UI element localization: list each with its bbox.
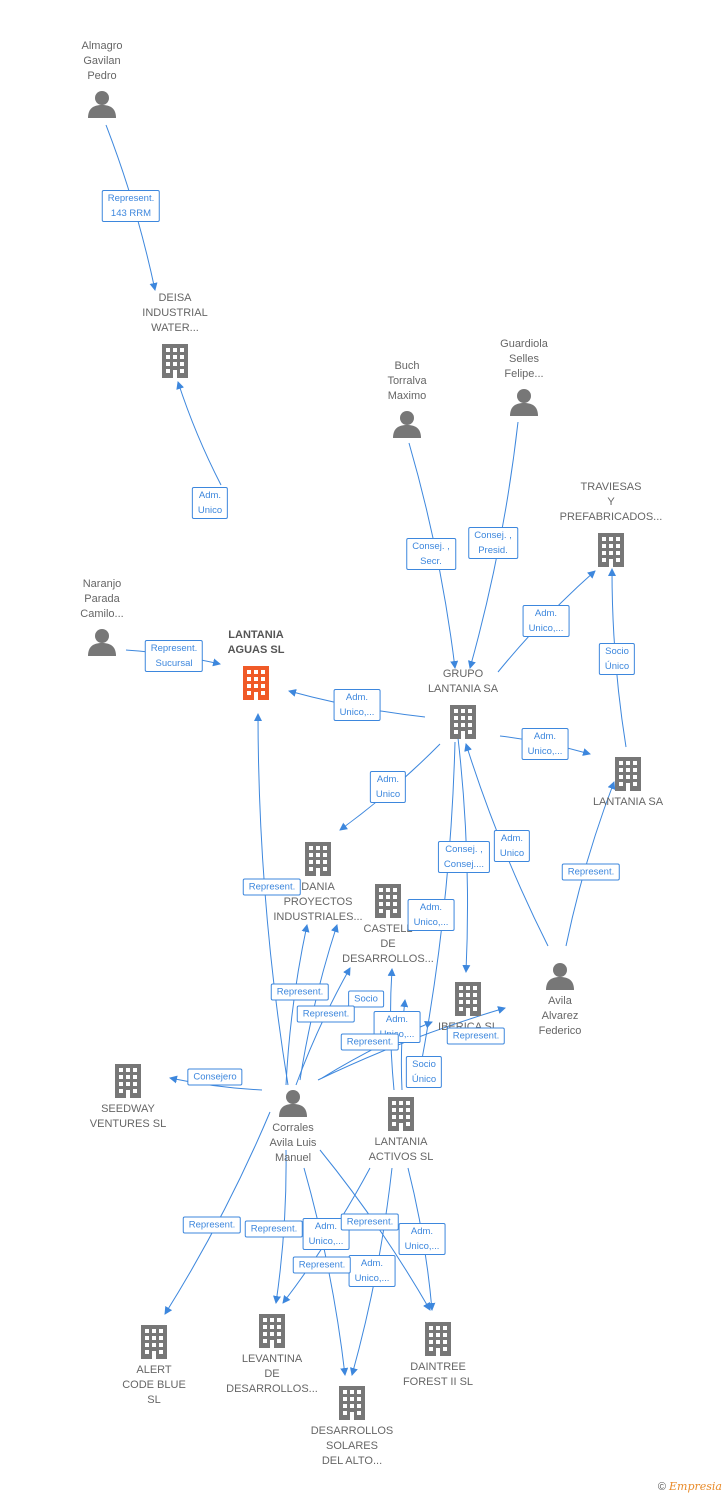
relation-label[interactable]: Socio [348, 990, 384, 1008]
footer-brand: © Empresia [658, 1480, 722, 1493]
relation-edge [254, 713, 289, 1086]
company-building-icon[interactable] [141, 1325, 167, 1359]
company-building-icon[interactable] [455, 982, 481, 1016]
relation-label[interactable]: Adm. Unico [369, 771, 407, 803]
person-icon[interactable] [88, 91, 116, 118]
relation-edge [285, 924, 310, 1086]
copyright-symbol: © [657, 1481, 666, 1493]
relation-edge [299, 924, 339, 1081]
relation-edge [400, 999, 409, 1091]
node-label-lantania-aguas[interactable]: LANTANIA AGUAS SL [227, 629, 285, 656]
relation-label[interactable]: Socio Único [405, 1056, 443, 1088]
relation-label[interactable]: Socio Único [598, 643, 636, 675]
company-building-icon[interactable] [598, 533, 624, 567]
relation-label[interactable]: Adm. Unico,... [521, 728, 569, 760]
relation-label[interactable]: Consej. , Consej.... [437, 841, 491, 873]
node-label-lantania-activos[interactable]: LANTANIA ACTIVOS SL [368, 1136, 434, 1163]
relation-label[interactable]: Consej. , Presid. [468, 527, 518, 559]
relation-label[interactable]: Represent. [182, 1216, 242, 1234]
node-label-traviesas[interactable]: TRAVIESAS Y PREFABRICADOS... [559, 481, 663, 523]
node-label-guardiola[interactable]: Guardiola Selles Felipe... [500, 338, 548, 380]
company-building-icon[interactable] [162, 344, 188, 378]
node-label-alert[interactable]: ALERT CODE BLUE SL [122, 1364, 186, 1406]
person-icon[interactable] [546, 963, 574, 990]
relation-label[interactable]: Adm. Unico,... [407, 899, 455, 931]
company-building-icon[interactable] [259, 1314, 285, 1348]
node-label-dania[interactable]: DANIA PROYECTOS INDUSTRIALES... [273, 881, 363, 923]
relation-label[interactable]: Represent. [242, 878, 302, 896]
relation-label[interactable]: Represent. [292, 1256, 352, 1274]
person-icon[interactable] [393, 411, 421, 438]
person-icon[interactable] [510, 389, 538, 416]
company-building-icon[interactable] [615, 757, 641, 791]
company-building-icon[interactable] [388, 1097, 414, 1131]
relation-label[interactable]: Adm. Unico,... [398, 1223, 446, 1255]
relation-label[interactable]: Adm. Unico,... [348, 1255, 396, 1287]
relation-edge [169, 1075, 263, 1091]
relation-label[interactable]: Represent. [270, 983, 330, 1001]
relation-edge [565, 781, 616, 947]
company-building-icon[interactable] [425, 1322, 451, 1356]
relation-label[interactable]: Adm. Unico,... [333, 689, 381, 721]
relation-label[interactable]: Represent. [244, 1220, 304, 1238]
relation-label[interactable]: Represent. [340, 1213, 400, 1231]
node-label-buch[interactable]: Buch Torralva Maximo [387, 360, 427, 402]
relation-label[interactable]: Represent. [561, 863, 621, 881]
person-icon[interactable] [88, 629, 116, 656]
company-building-icon[interactable] [305, 842, 331, 876]
node-label-avila[interactable]: Avila Alvarez Federico [538, 995, 582, 1037]
node-label-levantina[interactable]: LEVANTINA DE DESARROLLOS... [226, 1353, 318, 1395]
person-icon[interactable] [279, 1090, 307, 1117]
company-building-icon[interactable] [243, 666, 269, 700]
company-building-icon[interactable] [115, 1064, 141, 1098]
node-label-lantania-sa[interactable]: LANTANIA SA [592, 796, 664, 808]
relation-label[interactable]: Represent. [446, 1027, 506, 1045]
node-label-desarrollos[interactable]: DESARROLLOS SOLARES DEL ALTO... [310, 1425, 394, 1467]
relation-edge [164, 1111, 271, 1315]
relation-label[interactable]: Adm. Unico [191, 487, 229, 519]
relation-label[interactable]: Represent. [296, 1005, 356, 1023]
relation-label[interactable]: Adm. Unico [493, 830, 531, 862]
node-label-seedway[interactable]: SEEDWAY VENTURES SL [89, 1103, 167, 1130]
relation-label[interactable]: Adm. Unico,... [302, 1218, 350, 1250]
node-label-daintree[interactable]: DAINTREE FOREST II SL [402, 1361, 474, 1388]
relation-label[interactable]: Represent. Sucursal [144, 640, 204, 672]
relation-label[interactable]: Represent. [340, 1033, 400, 1051]
node-label-deisa[interactable]: DEISA INDUSTRIAL WATER... [142, 292, 208, 334]
node-label-castell[interactable]: CASTELL DE DESARROLLOS... [342, 923, 434, 965]
relation-label[interactable]: Adm. Unico,... [522, 605, 570, 637]
node-label-naranjo[interactable]: Naranjo Parada Camilo... [80, 578, 124, 620]
node-label-almagro[interactable]: Almagro Gavilan Pedro [81, 40, 123, 82]
company-building-icon[interactable] [450, 705, 476, 739]
node-label-grupo[interactable]: GRUPO LANTANIA SA [427, 668, 499, 695]
relation-label[interactable]: Consej. , Secr. [406, 538, 456, 570]
relation-label[interactable]: Represent. 143 RRM [101, 190, 161, 222]
relation-label[interactable]: Consejero [187, 1068, 243, 1086]
brand-logo: Empresia [669, 1480, 722, 1493]
node-label-corrales[interactable]: Corrales Avila Luis Manuel [269, 1122, 317, 1164]
relation-edge [176, 381, 222, 486]
company-building-icon[interactable] [339, 1386, 365, 1420]
